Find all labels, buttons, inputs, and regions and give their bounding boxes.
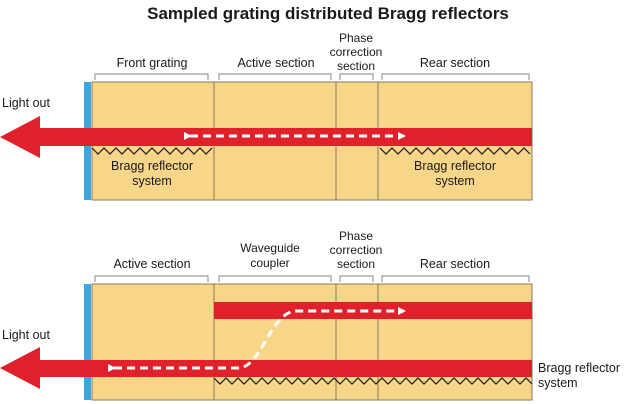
bottom-label-rear-section: Rear section <box>420 257 490 271</box>
bottom-diagram: Active section Waveguide coupler Phase c… <box>0 229 620 401</box>
top-bracket-phase <box>339 73 374 80</box>
top-label-phase-line3: section <box>337 59 375 73</box>
top-diagram: Front grating Active section Phase corre… <box>0 31 533 201</box>
top-light-out-label: Light out <box>2 96 50 110</box>
bottom-output-facet <box>84 284 91 400</box>
top-bracket-rear <box>381 73 530 80</box>
bottom-light-out-arrow <box>0 347 40 389</box>
bottom-label-coupler-line2: coupler <box>250 256 289 270</box>
top-label-phase-line2: correction <box>330 45 383 59</box>
bottom-bracket-active <box>94 275 209 282</box>
bottom-bragg-line2: system <box>538 376 578 390</box>
top-label-active-section: Active section <box>237 56 314 70</box>
diagram-title: Sampled grating distributed Bragg reflec… <box>147 4 509 23</box>
bottom-grating-teeth <box>213 377 533 385</box>
top-bragg-right-line1: Bragg reflector <box>414 159 496 173</box>
top-bragg-left-line1: Bragg reflector <box>111 159 193 173</box>
top-bragg-right-line2: system <box>435 174 475 188</box>
bottom-bragg-line1: Bragg reflector <box>538 361 620 375</box>
bottom-label-phase-line3: section <box>337 257 375 271</box>
top-label-rear-section: Rear section <box>420 56 490 70</box>
top-front-grating-teeth <box>91 147 213 155</box>
top-rear-grating-teeth <box>379 147 531 155</box>
bottom-phase-block <box>335 283 379 401</box>
bottom-upper-waveguide <box>214 302 532 319</box>
bottom-lower-waveguide <box>40 360 532 377</box>
bottom-label-active-section: Active section <box>113 257 190 271</box>
bottom-bracket-rear <box>381 275 530 282</box>
bottom-bracket-coupler <box>218 275 332 282</box>
top-label-front-grating: Front grating <box>117 56 188 70</box>
top-bragg-left-line2: system <box>132 174 172 188</box>
bottom-label-coupler-line1: Waveguide <box>240 241 300 255</box>
top-bracket-active <box>218 73 332 80</box>
bottom-label-phase-line1: Phase <box>339 229 373 243</box>
top-bracket-front <box>94 73 209 80</box>
bottom-label-phase-line2: correction <box>330 243 383 257</box>
top-label-phase-line1: Phase <box>339 31 373 45</box>
top-light-out-arrow <box>0 116 40 158</box>
bottom-bracket-phase <box>339 275 374 282</box>
bottom-active-block <box>91 283 215 401</box>
bottom-light-out-label: Light out <box>2 328 50 342</box>
